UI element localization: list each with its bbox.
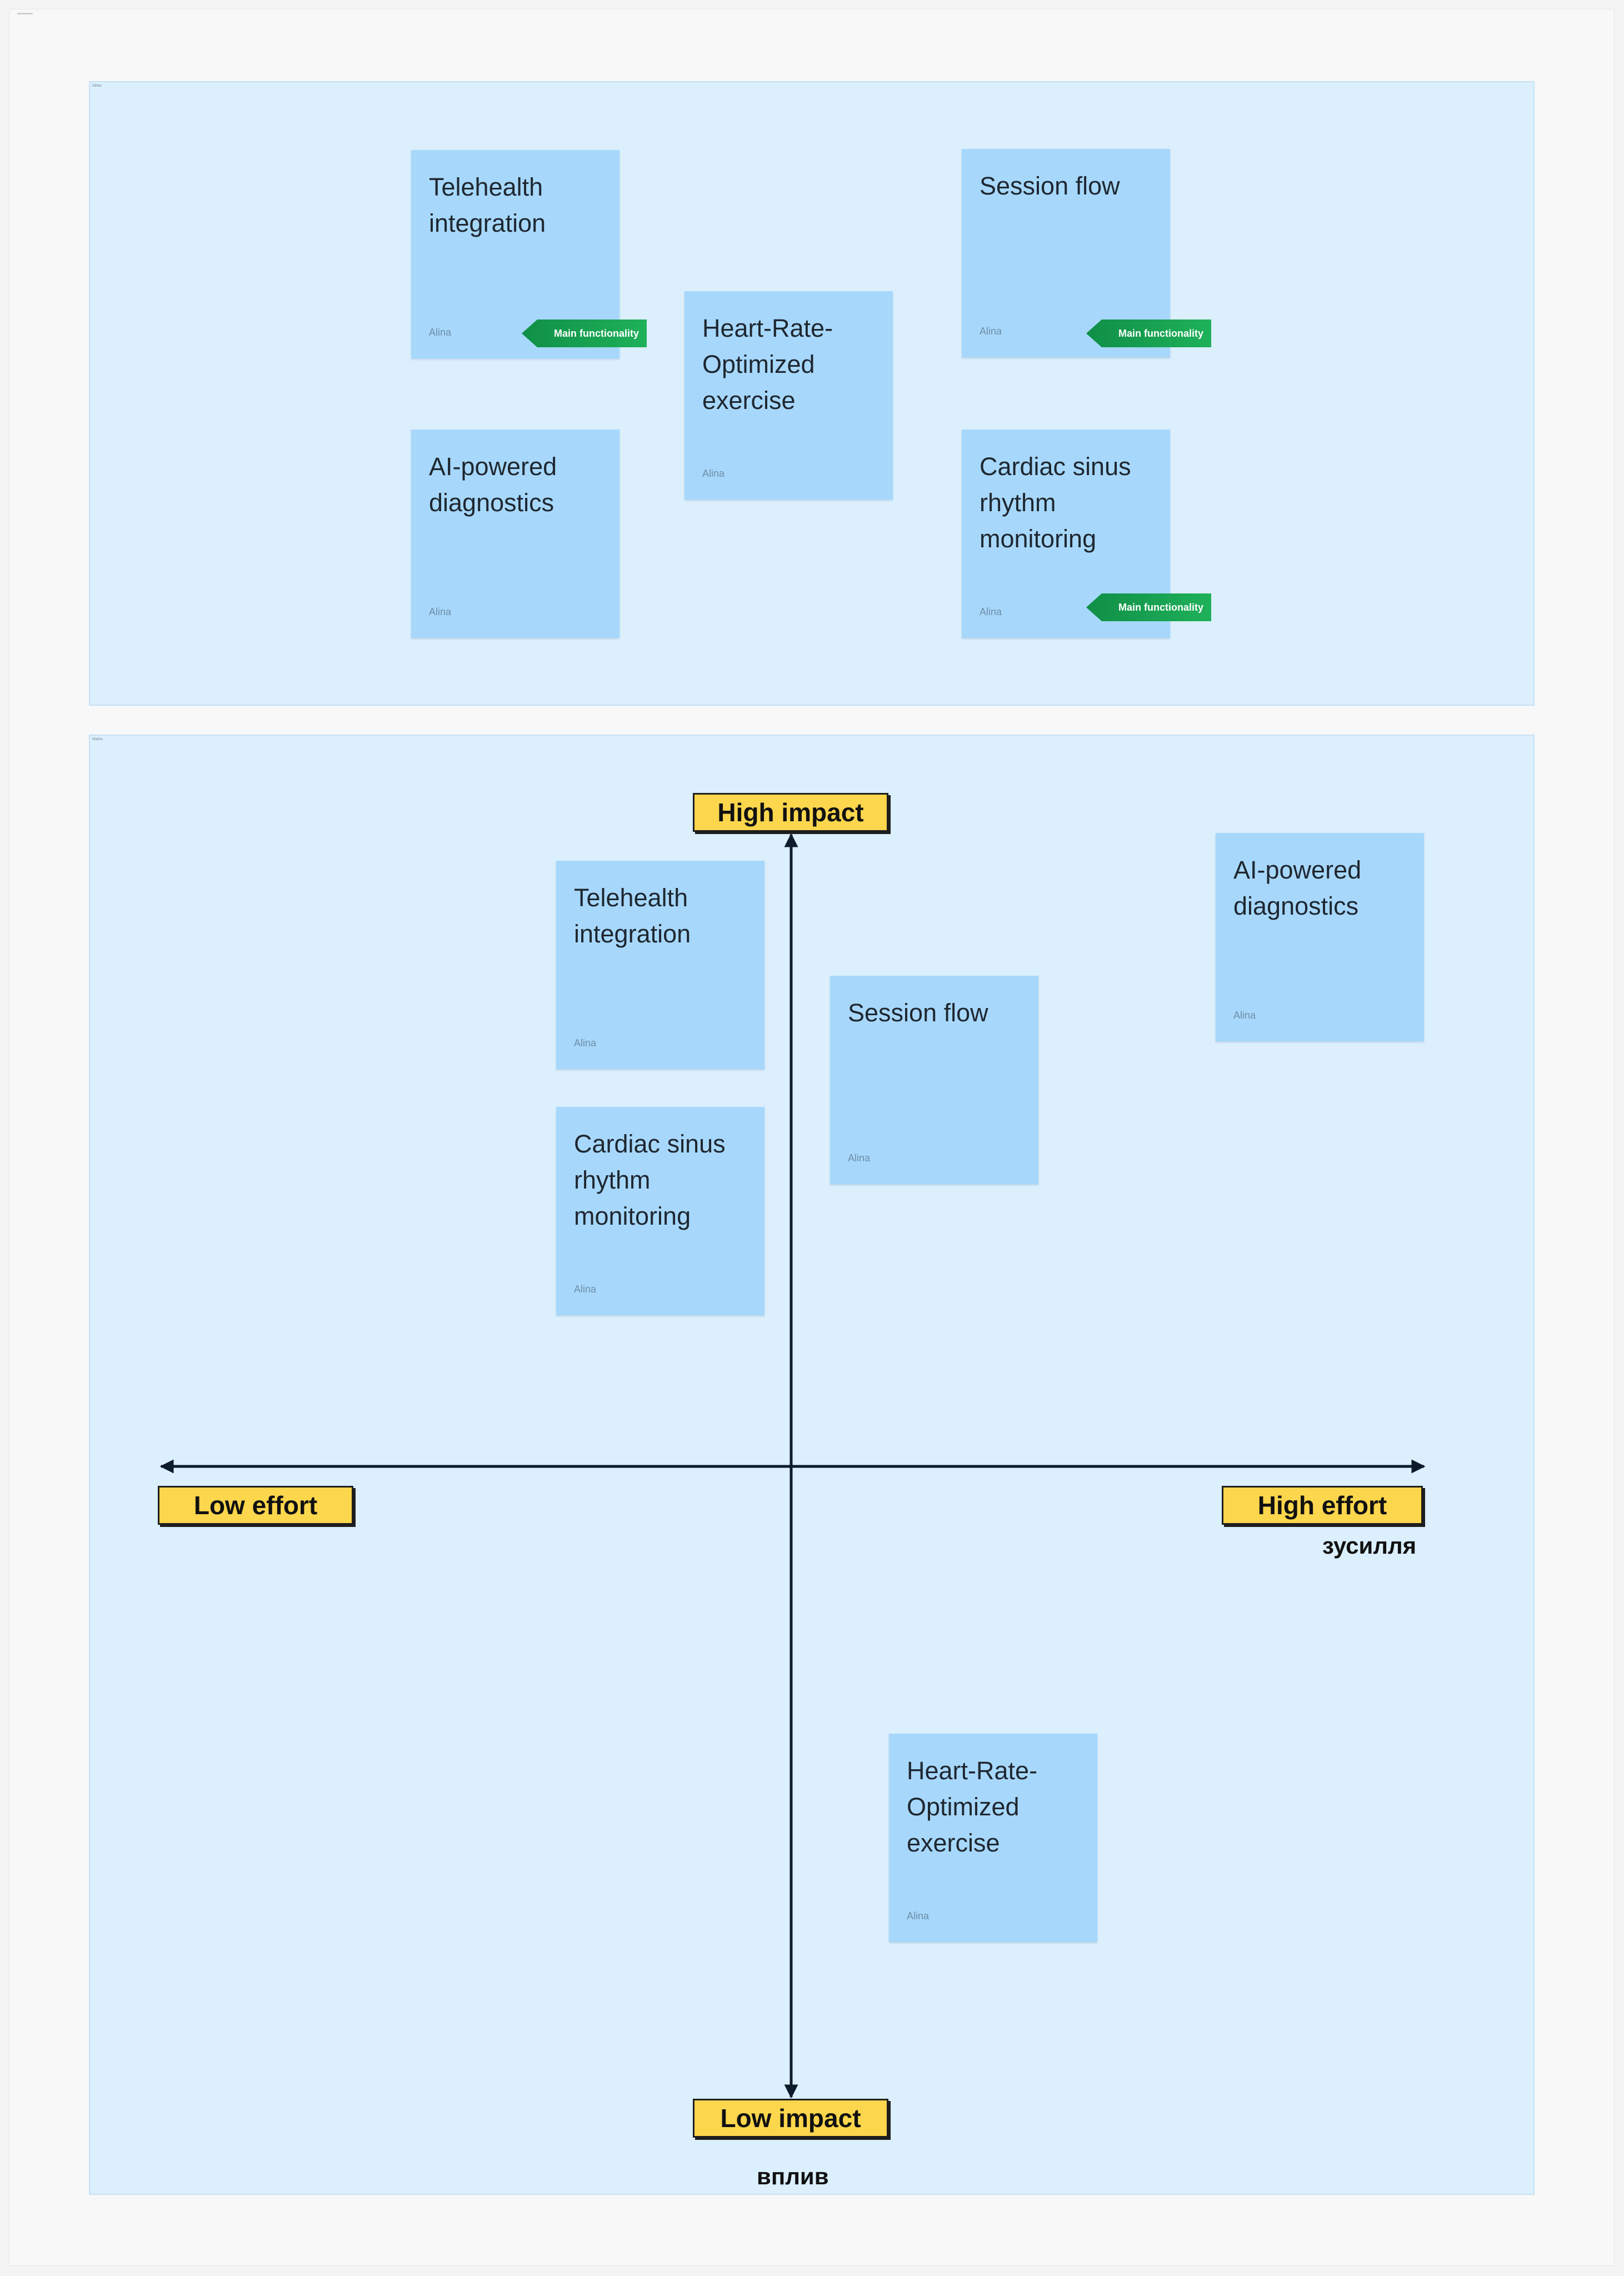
- sticky-note-ai-diagnostics[interactable]: AI-powered diagnostics Alina: [1216, 833, 1424, 1041]
- sticky-text: Cardiac sinus rhythm monitoring: [574, 1130, 726, 1230]
- sticky-author: Alina: [1233, 1010, 1256, 1021]
- sticky-text: Session flow: [848, 999, 988, 1027]
- sticky-author: Alina: [702, 468, 725, 479]
- sticky-note-telehealth[interactable]: Telehealth integration Alina: [556, 861, 764, 1069]
- sticky-author: Alina: [907, 1910, 930, 1921]
- canvas-corner-marker: [17, 13, 33, 14]
- sticky-text: Heart-Rate-Optimized exercise: [702, 314, 833, 415]
- main-functionality-tag[interactable]: Main functionality: [1086, 593, 1211, 621]
- sticky-text: Cardiac sinus rhythm monitoring: [980, 452, 1131, 553]
- frame-title: Ideas: [92, 84, 102, 88]
- sticky-author: Alina: [980, 606, 1002, 617]
- low-impact-label[interactable]: Low impact: [693, 2099, 888, 2138]
- main-functionality-tag[interactable]: Main functionality: [522, 320, 647, 347]
- sticky-note-session-flow[interactable]: Session flow Alina: [830, 976, 1038, 1184]
- frame-title: Matrix: [92, 737, 103, 741]
- sticky-author: Alina: [429, 327, 452, 338]
- sticky-text: Telehealth integration: [574, 884, 691, 948]
- sticky-author: Alina: [574, 1037, 597, 1049]
- impact-caption: вплив: [757, 2163, 829, 2189]
- sticky-text: Telehealth integration: [429, 173, 546, 237]
- sticky-note-heart-rate-exercise[interactable]: Heart-Rate-Optimized exercise Alina: [684, 291, 893, 500]
- sticky-author: Alina: [574, 1284, 597, 1295]
- sticky-author: Alina: [429, 606, 452, 617]
- sticky-author: Alina: [848, 1152, 871, 1164]
- sticky-note-ai-diagnostics[interactable]: AI-powered diagnostics Alina: [411, 430, 619, 638]
- low-effort-label[interactable]: Low effort: [158, 1486, 353, 1525]
- sticky-note-heart-rate-exercise[interactable]: Heart-Rate-Optimized exercise Alina: [889, 1734, 1097, 1942]
- sticky-text: AI-powered diagnostics: [429, 452, 557, 517]
- high-effort-label[interactable]: High effort: [1222, 1486, 1423, 1525]
- sticky-text: Session flow: [980, 172, 1120, 200]
- sticky-author: Alina: [980, 326, 1002, 337]
- main-functionality-tag[interactable]: Main functionality: [1086, 320, 1211, 347]
- sticky-text: AI-powered diagnostics: [1233, 856, 1362, 920]
- sticky-note-cardiac-monitoring[interactable]: Cardiac sinus rhythm monitoring Alina: [556, 1107, 764, 1315]
- sticky-text: Heart-Rate-Optimized exercise: [907, 1756, 1038, 1857]
- effort-caption: зусилля: [1322, 1533, 1417, 1559]
- high-impact-label[interactable]: High impact: [693, 793, 888, 832]
